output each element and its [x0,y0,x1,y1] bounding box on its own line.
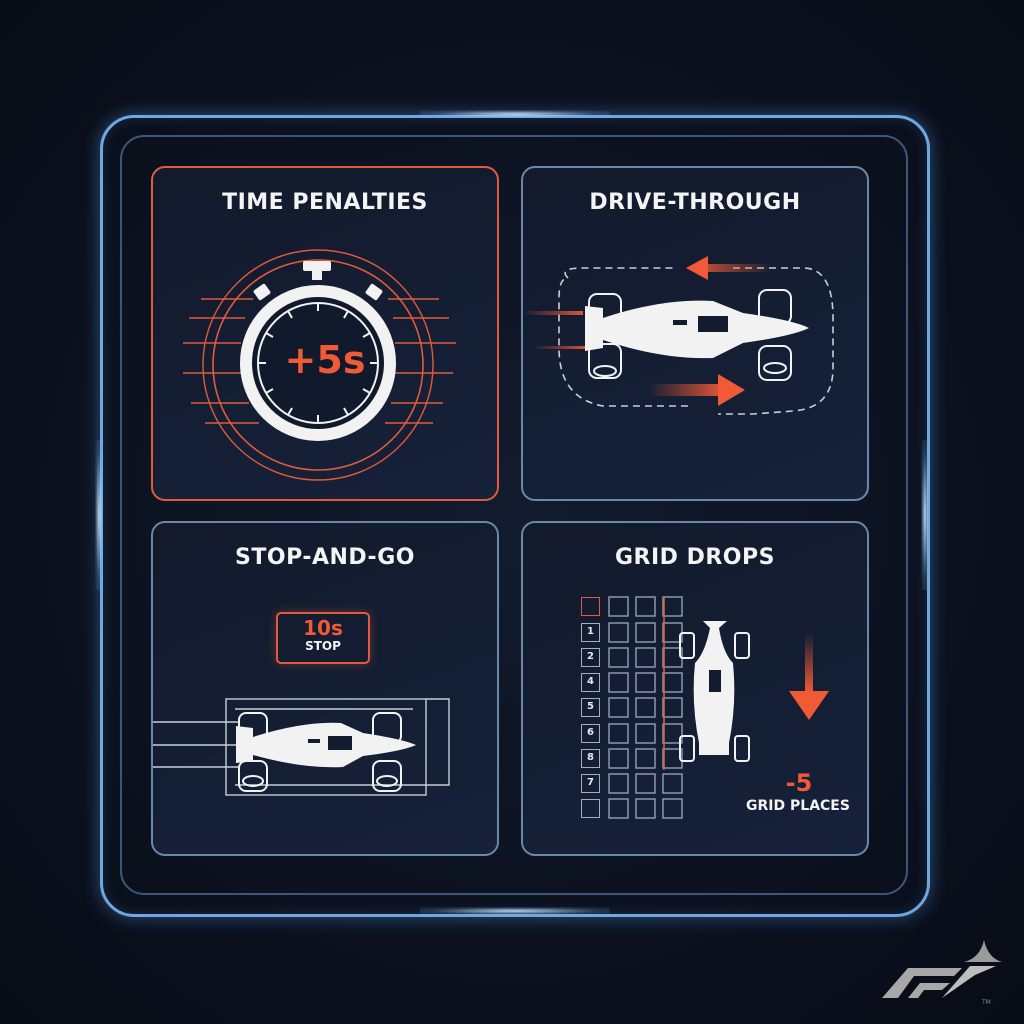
grid-slot: 1 [581,623,600,642]
panel-time-penalties[interactable]: TIME PENALTIES +5s [151,166,499,501]
inner-frame [120,135,908,895]
car-in-box-icon [153,698,450,796]
frame-glow-bottom [420,907,610,915]
trademark-label: TM [981,999,991,1006]
stop-duration-value: 10s [303,616,343,640]
panel-drive-through[interactable]: DRIVE-THROUGH [521,166,869,501]
car-pit-lane-loop-icon [523,256,834,415]
panel-title: TIME PENALTIES [222,190,428,215]
grid-slot: 4 [581,673,600,692]
panel-title: DRIVE-THROUGH [589,190,801,215]
grid-drop-label: GRID PLACES [746,798,850,814]
stop-label: STOP [305,639,341,653]
frame-glow-right [921,440,929,590]
panel-grid-drops[interactable]: GRID DROPS 1 2 4 5 6 8 7 [521,521,869,856]
grid-slot: 6 [581,724,600,743]
frame-glow-left [95,440,103,590]
panel-stop-and-go[interactable]: STOP-AND-GO 10s STOP [151,521,499,856]
grid-drop-icon [608,596,829,819]
frame-glow-top [420,110,610,118]
grid-slot: 7 [581,774,600,793]
f1-logo: TM [882,940,1002,1006]
grid-drop-value: -5 [785,769,813,797]
grid-slot: 2 [581,648,600,667]
grid-slot: 8 [581,749,600,768]
stop-duration-badge: 10s STOP [276,612,370,664]
grid-slot: 5 [581,698,600,717]
grid-slot [581,597,600,616]
panel-title: STOP-AND-GO [235,545,415,570]
penalty-time-value: +5s [284,338,366,382]
panel-title: GRID DROPS [615,545,775,570]
grid-slot [581,799,600,818]
stopwatch-icon [183,249,456,481]
